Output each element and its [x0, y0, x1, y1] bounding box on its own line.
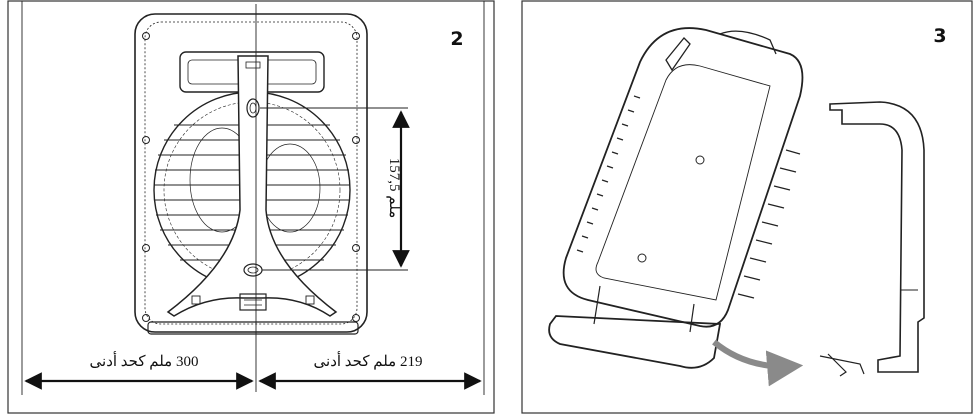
figure-number-3: 3 — [933, 25, 946, 47]
heater-side-view-tilted — [548, 27, 804, 369]
figure-number-2: 2 — [450, 28, 463, 50]
panel-frame-right — [521, 0, 973, 414]
motion-arrow — [712, 339, 804, 387]
heater-front-view — [134, 13, 368, 335]
panel-figure-2: 157,5 ملم 300 ملم كحد أدنى 219 ملم كحد أ… — [7, 0, 495, 414]
panel-figure-3: 3 — [521, 0, 973, 414]
left-distance-label: 300 ملم كحد أدنى — [90, 351, 199, 370]
panel-frame-left — [7, 0, 495, 414]
right-distance-label: 219 ملم كحد أدنى — [314, 351, 423, 370]
vertical-dimension-label: 157,5 ملم — [386, 158, 402, 218]
detached-bracket — [819, 101, 925, 377]
